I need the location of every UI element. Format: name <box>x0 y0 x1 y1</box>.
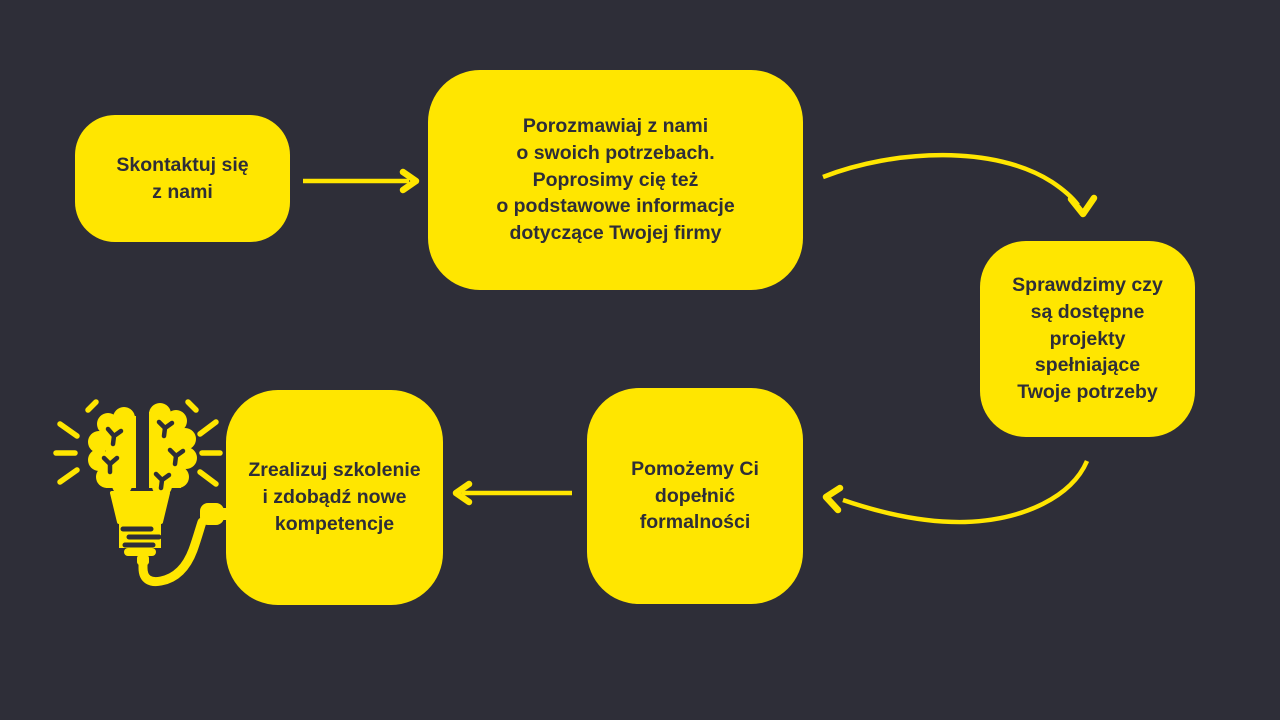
brain-right-hemisphere <box>149 403 197 496</box>
flow-step-3: Sprawdzimy czy są dostępne projekty speł… <box>980 241 1195 437</box>
bulb-base <box>110 491 170 565</box>
flow-step-1: Skontaktuj się z nami <box>75 115 290 242</box>
arrow-step1-to-step2-icon <box>303 168 420 194</box>
brain-left-hemisphere <box>88 407 136 495</box>
arrow-step2-to-step3-icon <box>822 152 1098 218</box>
flow-step-4: Pomożemy Ci dopełnić formalności <box>587 388 803 604</box>
arrow-step4-to-step5-icon <box>452 480 572 506</box>
power-plug <box>200 503 231 525</box>
flow-step-5: Zrealizuj szkolenie i zdobądź nowe kompe… <box>226 390 443 605</box>
power-cord <box>138 517 207 587</box>
flow-step-2: Porozmawiaj z nami o swoich potrzebach. … <box>428 70 803 290</box>
brain-lightbulb-icon <box>53 399 231 587</box>
arrow-step3-to-step4-icon <box>822 460 1090 525</box>
idea-rays <box>53 399 223 487</box>
